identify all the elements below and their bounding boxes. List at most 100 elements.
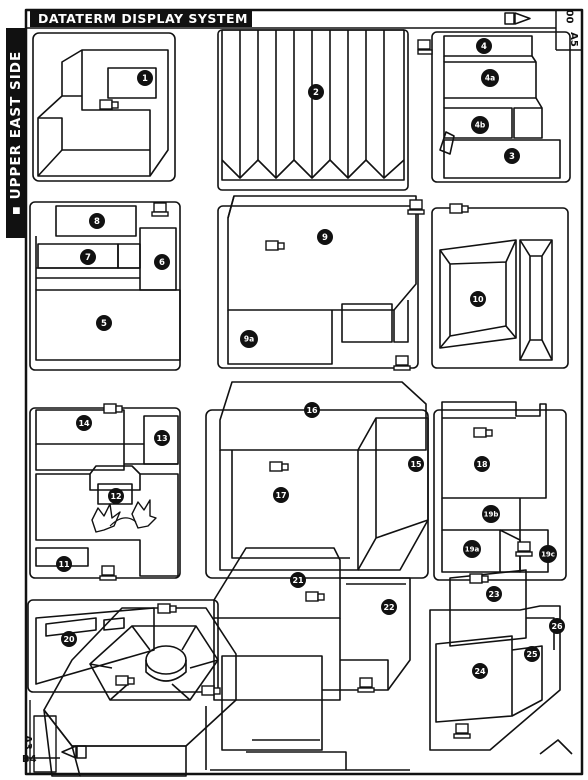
svg-text:12: 12 <box>110 492 121 501</box>
terminal-icons <box>99 39 533 739</box>
svg-text:9: 9 <box>322 233 328 243</box>
badge-b4[interactable]: 4 <box>476 38 492 54</box>
svg-text:7: 7 <box>85 253 91 263</box>
svg-text:1: 1 <box>142 74 148 84</box>
map-frame <box>24 8 584 776</box>
svg-text:16: 16 <box>306 406 318 415</box>
svg-text:19c: 19c <box>541 551 555 559</box>
badge-b5[interactable]: 5 <box>96 315 112 331</box>
badge-b8[interactable]: 8 <box>89 213 105 229</box>
badge-b20[interactable]: 20 <box>61 631 77 647</box>
badge-b15[interactable]: 15 <box>408 456 424 472</box>
sheet-code-left-b: B4 <box>22 754 37 765</box>
svg-text:13: 13 <box>156 434 167 443</box>
svg-text:4b: 4b <box>475 121 486 130</box>
terminal-icon-14 <box>469 573 489 584</box>
terminal-icon-13 <box>305 591 325 602</box>
block-20 <box>27 599 219 693</box>
block-2 <box>217 29 409 191</box>
svg-text:6: 6 <box>159 258 165 268</box>
terminal-icon-11 <box>99 565 117 581</box>
svg-text:20: 20 <box>63 635 75 644</box>
badge-b21[interactable]: 21 <box>290 572 306 588</box>
terminal-icon-4 <box>265 240 285 251</box>
svg-text:2: 2 <box>313 88 319 98</box>
terminal-icon-1 <box>99 99 119 110</box>
terminal-icon-2 <box>417 39 433 55</box>
terminal-icon-8 <box>103 403 123 414</box>
scroll-right-arrow-icon[interactable] <box>504 12 531 25</box>
badge-b1[interactable]: 1 <box>137 70 153 86</box>
badge-b19b[interactable]: 19b <box>482 505 500 523</box>
svg-text:15: 15 <box>410 460 422 469</box>
badge-b26[interactable]: 26 <box>549 618 565 634</box>
svg-text:24: 24 <box>474 667 486 676</box>
svg-text:10: 10 <box>472 295 484 304</box>
badge-b3[interactable]: 3 <box>504 148 520 164</box>
badge-b24[interactable]: 24 <box>472 663 488 679</box>
badge-b10[interactable]: 10 <box>470 291 486 307</box>
terminal-icon-7 <box>393 355 411 371</box>
badge-b25[interactable]: 25 <box>524 646 540 662</box>
badge-b19a[interactable]: 19a <box>463 540 481 558</box>
svg-text:19b: 19b <box>484 511 499 519</box>
svg-text:23: 23 <box>488 590 499 599</box>
district-tab: ▪ UPPER EAST SIDE <box>6 28 26 238</box>
svg-text:26: 26 <box>551 622 563 631</box>
badge-b7[interactable]: 7 <box>80 249 96 265</box>
badge-b18[interactable]: 18 <box>474 456 490 472</box>
map-title: DATATERM DISPLAY SYSTEM <box>30 10 252 27</box>
svg-text:14: 14 <box>78 419 90 428</box>
terminal-icon-19 <box>453 723 471 739</box>
badge-b17[interactable]: 17 <box>273 487 289 503</box>
badge-b22[interactable]: 22 <box>381 599 397 615</box>
badge-b13[interactable]: 13 <box>154 430 170 446</box>
badge-b16[interactable]: 16 <box>304 402 320 418</box>
block-3-4 <box>431 31 571 183</box>
svg-text:22: 22 <box>383 603 394 612</box>
domed-building <box>43 607 237 777</box>
block-23-26 <box>429 569 573 755</box>
badge-b19c[interactable]: 19c <box>539 545 557 563</box>
svg-text:5: 5 <box>101 319 107 329</box>
building-badges: 1 2 3 4 4a 4b 5 6 7 8 9 9a 10 11 12 13 1… <box>56 38 565 679</box>
svg-text:4a: 4a <box>485 74 495 83</box>
badge-b2[interactable]: 2 <box>308 84 324 100</box>
terminal-icon-16 <box>115 675 135 686</box>
svg-text:8: 8 <box>94 217 100 227</box>
badge-b4a[interactable]: 4a <box>481 69 499 87</box>
badge-b9a[interactable]: 9a <box>240 330 258 348</box>
badge-b6[interactable]: 6 <box>154 254 170 270</box>
terminal-icon-3 <box>151 202 169 217</box>
terminal-icon-5 <box>407 199 425 215</box>
badge-b9[interactable]: 9 <box>317 229 333 245</box>
svg-text:11: 11 <box>58 560 70 569</box>
block-1 <box>32 32 176 182</box>
block-21-22 <box>205 547 411 771</box>
svg-text:3: 3 <box>509 152 515 162</box>
block-9 <box>217 195 419 369</box>
block-15-17 <box>205 381 429 579</box>
svg-text:21: 21 <box>292 576 304 585</box>
terminal-icon-12 <box>515 541 533 557</box>
terminal-icon-10 <box>473 427 493 438</box>
block-10 <box>431 207 569 369</box>
svg-text:25: 25 <box>526 650 538 659</box>
badge-b14[interactable]: 14 <box>76 415 92 431</box>
svg-text:17: 17 <box>275 491 286 500</box>
badge-b12[interactable]: 12 <box>108 488 124 504</box>
badge-b11[interactable]: 11 <box>56 556 72 572</box>
block-5-8 <box>29 201 181 371</box>
block-18-19 <box>433 401 567 581</box>
terminal-icon-15 <box>157 603 177 614</box>
svg-text:19a: 19a <box>465 546 480 554</box>
svg-text:18: 18 <box>476 460 488 469</box>
badge-b23[interactable]: 23 <box>486 586 502 602</box>
badge-b4b[interactable]: 4b <box>471 116 489 134</box>
terminal-icon-17 <box>201 685 221 696</box>
terminal-icon-18 <box>357 677 375 693</box>
terminal-icon-9 <box>269 461 289 472</box>
svg-text:4: 4 <box>481 42 487 52</box>
svg-text:9a: 9a <box>244 335 254 344</box>
